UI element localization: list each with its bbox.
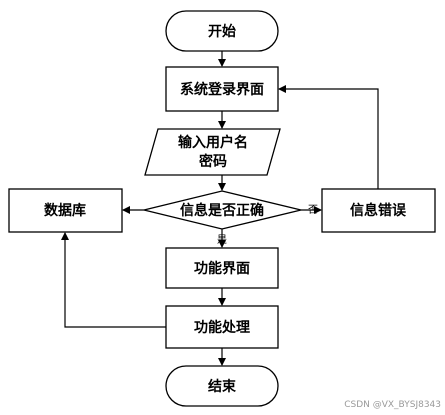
error-label: 信息错误 [350, 202, 407, 219]
decision-node: 信息是否正确 [143, 190, 302, 230]
yes-label: 是 [217, 234, 227, 246]
input-label-line1: 输入用户名 [178, 134, 248, 151]
function-page-label: 功能界面 [194, 260, 250, 277]
function-process-label: 功能处理 [194, 319, 250, 336]
decision-label: 信息是否正确 [180, 202, 264, 219]
no-label: 否 [308, 204, 318, 216]
edge-error-to-login [278, 85, 379, 189]
login-page-node: 系统登录界面 [165, 66, 279, 112]
start-label: 开始 [208, 23, 236, 40]
input-label-line2: 密码 [198, 153, 227, 170]
function-process-node: 功能处理 [165, 305, 279, 349]
end-node: 结束 [165, 365, 279, 407]
edge-process-to-database [61, 232, 166, 328]
login-page-label: 系统登录界面 [180, 81, 264, 98]
error-node: 信息错误 [321, 188, 436, 233]
function-page-node: 功能界面 [165, 247, 279, 289]
input-node: 输入用户名 密码 [144, 128, 281, 176]
end-label: 结束 [208, 378, 237, 395]
watermark: CSDN @VX_BYSJ8343 [344, 400, 441, 410]
database-label: 数据库 [44, 202, 86, 219]
database-node: 数据库 [8, 188, 123, 233]
start-node: 开始 [165, 10, 279, 52]
